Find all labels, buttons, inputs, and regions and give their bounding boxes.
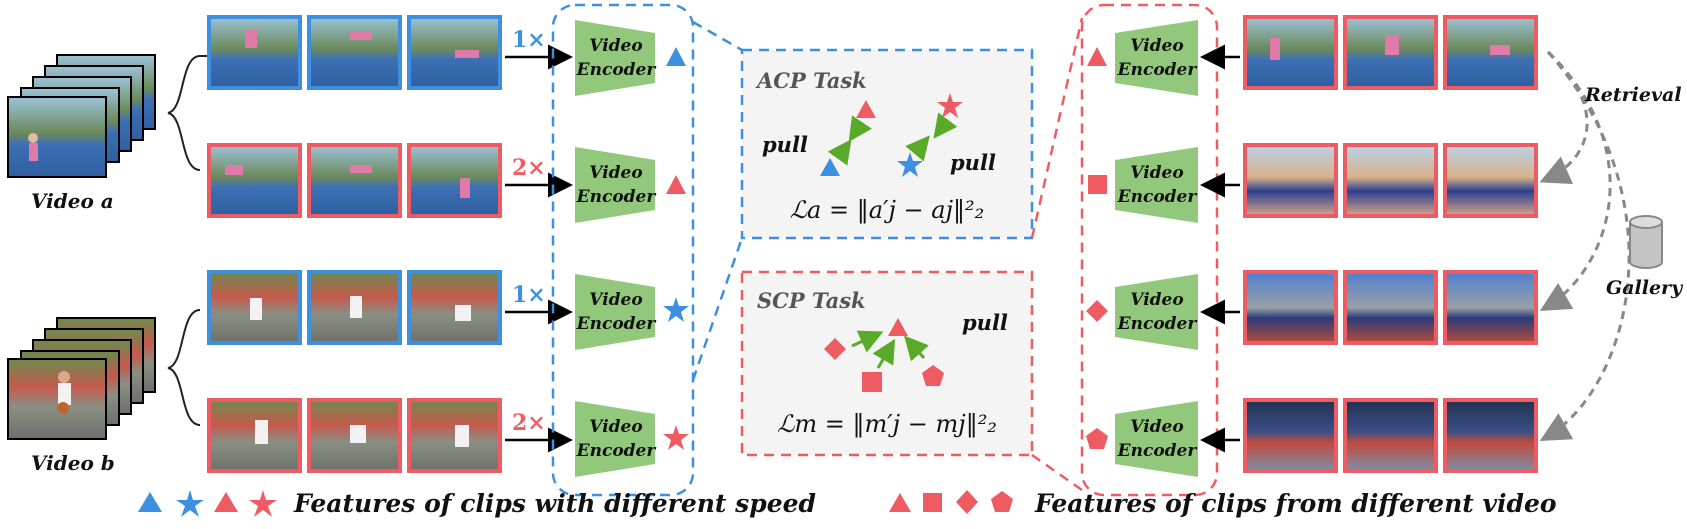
connector-right-bottom (1031, 453, 1083, 492)
clip-row-right-2 (1243, 143, 1538, 218)
encoder-left-2: Video Encoder (575, 147, 656, 223)
encoder-right-2: Video Encoder (1115, 147, 1198, 223)
scp-red-square-icon (862, 372, 882, 392)
connector-left-top (692, 20, 743, 52)
connector-left-bottom (691, 237, 744, 381)
connector-right-top (1030, 17, 1084, 239)
encoder-left-2-line1: Video (589, 163, 642, 183)
scp-red-diamond-icon (824, 338, 846, 360)
acp-red-star-icon (937, 93, 963, 118)
encoder-right-4: Video Encoder (1115, 401, 1198, 477)
acp-pull-arrow-2b (905, 135, 930, 162)
scp-task-title: SCP Task (757, 288, 866, 313)
encoder-left-1-line1: Video (589, 36, 642, 56)
blue-triangle-icon (666, 47, 686, 66)
encoder-right-1-line2: Encoder (1117, 60, 1198, 80)
legend-left: Features of clips with different speed (138, 489, 816, 518)
clip-row-b-1x (207, 270, 502, 345)
speed-label-b-2x: 2× (512, 410, 546, 436)
acp-pull-right: pull (950, 150, 996, 175)
scp-red-pentagon-icon (922, 365, 944, 386)
encoder-right-3-line1: Video (1130, 290, 1183, 310)
scp-formula: ℒm = ‖m′j − mj‖²₂ (777, 410, 997, 439)
acp-blue-star-icon (897, 152, 923, 177)
right-red-square-icon (1088, 175, 1107, 194)
right-encoder-group-box (1080, 3, 1219, 497)
clip-row-right-3 (1243, 270, 1538, 345)
encoder-right-2-line1: Video (1130, 163, 1183, 183)
acp-formula: ℒa = ‖a′j − aj‖²₂ (790, 196, 985, 225)
legend-red-triangle-icon-2 (889, 493, 911, 512)
right-red-pentagon-icon (1086, 428, 1108, 449)
right-red-diamond-icon (1086, 300, 1108, 322)
encoder-left-4-line1: Video (589, 417, 642, 437)
encoder-left-4: Video Encoder (575, 401, 656, 477)
retrieval-arc-3 (1539, 51, 1631, 441)
encoder-left-2-line2: Encoder (576, 187, 657, 207)
encoder-right-3-line2: Encoder (1117, 314, 1198, 334)
clip-row-right-4 (1243, 398, 1538, 473)
clip-row-b-2x (207, 398, 502, 473)
retrieval-arc-1 (1539, 50, 1589, 184)
legend-red-square-icon (923, 493, 942, 512)
scp-pull-arrow-square (872, 338, 896, 369)
legend-red-triangle-icon (214, 492, 238, 512)
retrieval-label: Retrieval (1584, 84, 1682, 106)
acp-blue-triangle-icon (820, 158, 840, 176)
legend-right-text: Features of clips from different video (1034, 489, 1557, 518)
legend-blue-star-icon (176, 490, 204, 517)
legend-right: Features of clips from different video (889, 489, 1557, 518)
encoder-right-1: Video Encoder (1115, 20, 1198, 96)
encoder-left-1: Video Encoder (575, 20, 656, 96)
encoder-right-2-line2: Encoder (1117, 187, 1198, 207)
video-a-stack (7, 54, 156, 178)
red-triangle-icon (666, 175, 686, 194)
blue-star-icon (663, 297, 689, 322)
retrieval-arc-2 (1539, 50, 1612, 312)
video-a-label: Video a (31, 189, 114, 213)
speed-label-b-1x: 1× (512, 282, 546, 308)
encoder-right-4-line2: Encoder (1117, 441, 1198, 461)
encoder-left-3: Video Encoder (575, 274, 656, 350)
video-b-stack (7, 317, 156, 440)
acp-pull-arrow-2a (933, 112, 958, 139)
clip-row-a-1x (207, 15, 502, 90)
brace-a (167, 55, 201, 171)
legend-blue-triangle-icon (138, 492, 162, 512)
encoder-left-4-line2: Encoder (576, 441, 657, 461)
database-icon (1629, 215, 1663, 269)
encoder-left-1-line2: Encoder (576, 60, 657, 80)
acp-task-title: ACP Task (755, 68, 867, 93)
legend-red-star-icon (249, 490, 277, 517)
acp-pull-arrow-1b (827, 139, 852, 166)
scp-pull: pull (962, 310, 1008, 335)
acp-task-box (740, 48, 1034, 240)
clip-row-right-1 (1243, 15, 1538, 90)
scp-red-triangle-icon (888, 318, 908, 336)
acp-pull-left: pull (762, 132, 808, 157)
encoder-right-4-line1: Video (1130, 417, 1183, 437)
encoder-left-3-line2: Encoder (576, 314, 657, 334)
scp-pull-arrow-diamond (851, 330, 884, 353)
speed-label-a-2x: 2× (512, 155, 546, 181)
legend-red-pentagon-icon (991, 491, 1013, 512)
right-red-triangle-icon (1087, 47, 1107, 66)
scp-pull-arrow-pentagon (904, 335, 929, 362)
brace-b (167, 309, 201, 426)
video-b-label: Video b (31, 451, 115, 475)
encoder-left-3-line1: Video (589, 290, 642, 310)
gallery-label: Gallery (1606, 277, 1684, 299)
legend-left-text: Features of clips with different speed (293, 489, 816, 518)
encoder-right-3: Video Encoder (1115, 274, 1198, 350)
speed-label-a-1x: 1× (512, 27, 546, 53)
clip-row-a-2x (207, 143, 502, 218)
encoder-right-1-line1: Video (1130, 36, 1183, 56)
legend-red-diamond-icon (956, 490, 978, 514)
acp-pull-arrow-1a (848, 115, 872, 142)
acp-red-triangle-icon (856, 100, 876, 118)
red-star-icon (663, 425, 689, 450)
